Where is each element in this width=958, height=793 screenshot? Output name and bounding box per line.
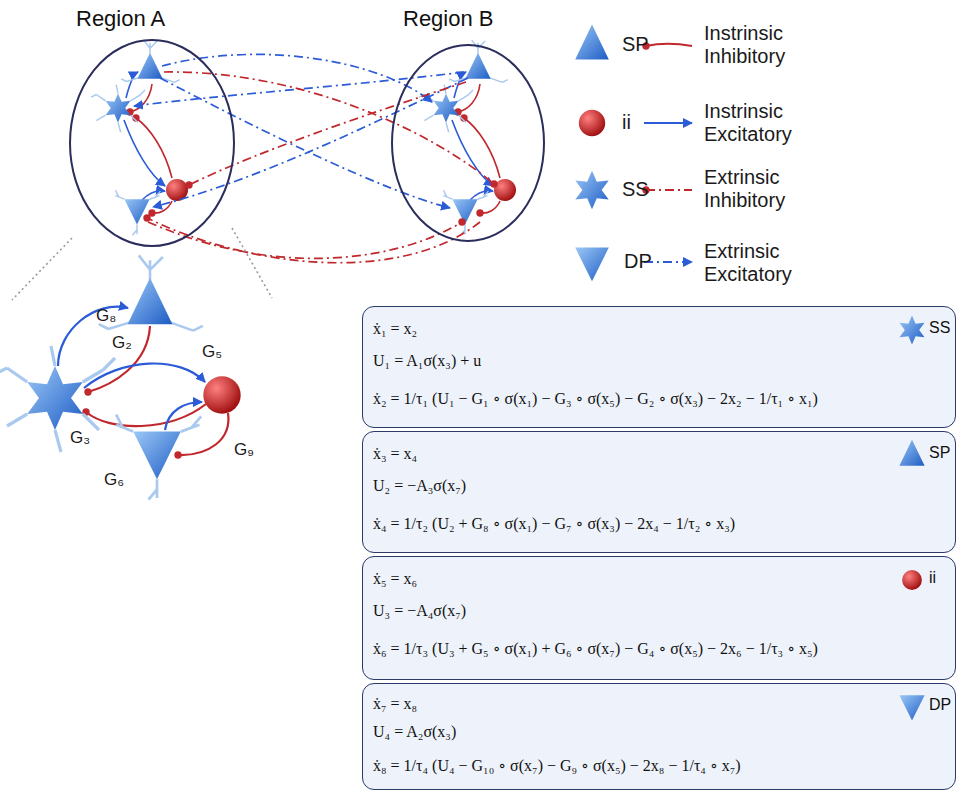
extrinsic-connections	[164, 72, 494, 184]
equation: U₁ = A₁σ(x₃) + u	[373, 351, 481, 370]
zoom-circuit	[84, 363, 205, 388]
region-ellipse	[392, 45, 544, 241]
equation: ẋ₈ = 1/τ₄ (U₄ − G₁₀ ∘ σ(x₇) − G₉ ∘ σ(x₅)…	[373, 756, 741, 775]
equation: ẋ₄ = 1/τ₂ (U₂ + G₈ ∘ σ(x₁) − G₇ ∘ σ(x₃) …	[373, 514, 735, 533]
extrinsic-connections	[134, 54, 494, 262]
legend-samples	[644, 44, 692, 262]
panel-icon	[899, 440, 924, 466]
legend-samples	[644, 122, 692, 124]
extrinsic-connections	[153, 78, 468, 207]
zoom-circuit	[116, 415, 201, 500]
extrinsic-connections	[160, 78, 450, 208]
region-heading: Region A	[76, 6, 165, 32]
legend-samples	[579, 110, 605, 136]
region-neurons	[91, 40, 188, 235]
zoom-lines	[12, 228, 272, 300]
panel-icon	[899, 316, 924, 345]
equation: U₄ = A₂σ(x₃)	[373, 722, 456, 741]
panel-ground	[362, 306, 956, 790]
region-neurons	[91, 40, 516, 235]
equation: U₃ = −A₄σ(x₇)	[373, 601, 466, 620]
legend-samples	[575, 171, 608, 209]
gain-label: G₃	[70, 428, 90, 448]
legend-samples	[575, 248, 609, 282]
panel-label: ii	[929, 569, 936, 587]
extrinsic-connections	[147, 218, 480, 263]
gain-label: G₈	[96, 306, 116, 326]
panel-label: SP	[929, 444, 950, 462]
zoom-circuit	[88, 326, 150, 392]
equation-panel: ẋ₇ = x₈ U₄ = A₂σ(x₃) ẋ₈ = 1/τ₄ (U₄ − G₁₀ ∘…	[362, 683, 956, 790]
region-outline	[388, 4, 550, 246]
panel-ground	[362, 431, 956, 553]
zoom-circuit	[0, 255, 241, 499]
zoom-circuit	[203, 376, 240, 413]
region-outline	[62, 4, 247, 248]
legend-samples	[575, 25, 609, 60]
region-neurons	[419, 40, 516, 235]
equation: ẋ₅ = x₆	[373, 569, 417, 588]
equation: U₂ = −A₃σ(x₇)	[373, 476, 466, 495]
panel-icon	[899, 316, 924, 721]
equation: ẋ₁ = x₂	[373, 319, 417, 338]
zoom-circuit	[178, 413, 228, 455]
panel-ground	[362, 306, 956, 428]
panel-label: SS	[929, 319, 950, 337]
legend-samples	[646, 44, 692, 46]
gain-label: G₅	[202, 342, 222, 362]
legend-text: Instrinsic Excitatory	[704, 100, 844, 146]
gain-label: G₉	[234, 440, 254, 460]
zoom-lines	[232, 228, 272, 298]
zoom-lines	[12, 238, 72, 300]
region-node: Region A	[62, 4, 247, 248]
region-heading: Region B	[403, 6, 494, 32]
legend-text: DP	[624, 250, 652, 273]
panel-icon	[899, 695, 924, 720]
legend-text: ii	[622, 111, 631, 134]
equation-panel: ẋ₁ = x₂ U₁ = A₁σ(x₃) + u ẋ₂ = 1/τ₁ (U₁ − G…	[362, 306, 956, 428]
legend-samples	[575, 25, 692, 282]
legend-text: SS	[622, 178, 649, 201]
gain-label: G₂	[112, 333, 132, 353]
zoom-circuit	[0, 346, 115, 452]
legend-samples	[646, 189, 692, 191]
zoom-circuit	[86, 404, 206, 426]
equation: ẋ₇ = x₈	[373, 694, 417, 713]
equation-panel: ẋ₅ = x₆ U₃ = −A₄σ(x₇) ẋ₆ = 1/τ₃ (U₃ + G₅ ∘…	[362, 556, 956, 680]
panel-ground	[362, 683, 956, 790]
legend-text: Instrinsic Inhibitory	[704, 22, 844, 68]
legend-text: Extrinsic Inhibitory	[704, 166, 844, 212]
equation-panel: ẋ₃ = x₄ U₂ = −A₃σ(x₇) ẋ₄ = 1/τ₂ (U₂ + G₈ ∘…	[362, 431, 956, 553]
extrinsic-connections	[148, 222, 462, 258]
equation: ẋ₆ = 1/τ₃ (U₃ + G₅ ∘ σ(x₁) + G₆ ∘ σ(x₇) …	[373, 639, 818, 658]
equation: ẋ₃ = x₄	[373, 444, 417, 463]
region-node: Region B	[388, 4, 550, 246]
panel-icon	[902, 570, 922, 590]
region-ellipse	[70, 40, 234, 246]
panel-ground	[362, 556, 956, 680]
legend-text: Extrinsic Excitatory	[704, 240, 844, 286]
equation: ẋ₂ = 1/τ₁ (U₁ − G₁ ∘ σ(x₁) − G₃ ∘ σ(x₅) …	[373, 389, 818, 408]
gain-label: G₆	[104, 470, 124, 490]
panel-label: DP	[929, 696, 951, 714]
legend-text: SP	[622, 33, 649, 56]
